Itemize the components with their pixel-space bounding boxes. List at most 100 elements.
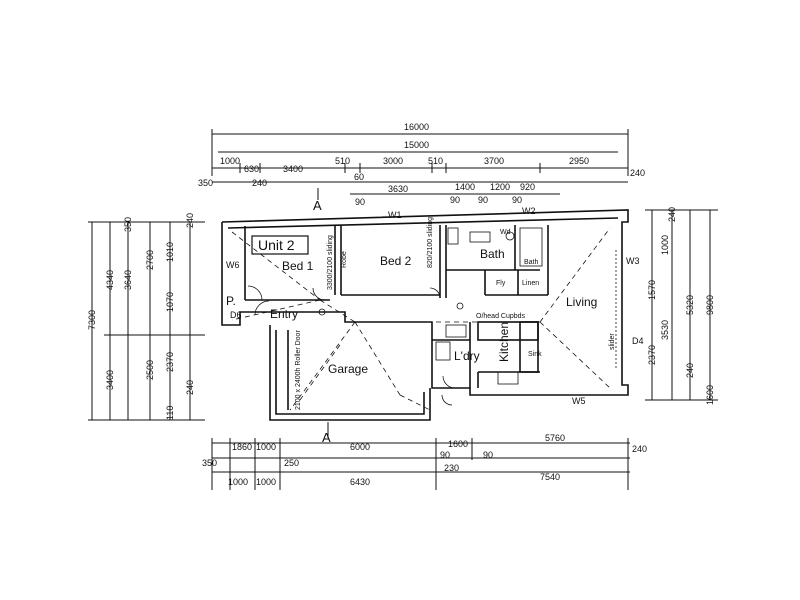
door-swings (247, 285, 456, 406)
dim-top-90-a: 90 (355, 197, 365, 207)
dim-bot-5760: 5760 (545, 433, 565, 443)
dim-top-90-c: 90 (478, 195, 488, 205)
dim-bot-7540: 7540 (540, 472, 560, 482)
note-robe-sliding: 3300/2100 sliding (327, 235, 334, 290)
left-dimensions: 7300 4340 3400 350 3640 2700 2500 1010 1… (87, 213, 205, 421)
room-entry: Entry (270, 307, 298, 321)
top-dimensions: 16000 15000 1000 630 3400 510 3000 510 3… (198, 122, 645, 207)
dim-left-1010: 1010 (165, 242, 175, 262)
roof-lines (231, 227, 611, 411)
mark-d4: D4 (632, 336, 644, 346)
section-a-bottom: A (322, 430, 331, 445)
note-bath-tub: Bath (524, 259, 539, 266)
dim-top-3630: 3630 (388, 184, 408, 194)
dim-inner-top: 15000 (404, 140, 429, 150)
dim-left-3640: 3640 (123, 270, 133, 290)
dim-right-2370: 2370 (647, 345, 657, 365)
dim-top-f: 510 (428, 156, 443, 166)
room-p: P. (226, 294, 236, 308)
unit-label: Unit 2 (258, 237, 295, 253)
room-fly: Fly (496, 280, 506, 287)
dim-top-1200: 1200 (490, 182, 510, 192)
dim-bot-90-b: 90 (483, 450, 493, 460)
dim-left-4340: 4340 (105, 270, 115, 290)
dim-right-240: 240 (667, 207, 677, 222)
dim-left-2370: 2370 (165, 352, 175, 372)
room-robe: Robe (341, 251, 348, 268)
walls (221, 209, 629, 421)
dim-left-240-b: 240 (185, 380, 195, 395)
dim-top-240-right: 240 (630, 168, 645, 178)
room-bed-2: Bed 2 (380, 254, 412, 268)
mark-w1: W1 (388, 210, 402, 220)
dim-bot-90-a: 90 (440, 450, 450, 460)
dim-top-e: 3000 (383, 156, 403, 166)
mark-w5: W5 (572, 396, 586, 406)
dim-right-1000: 1000 (660, 235, 670, 255)
dim-left-2700: 2700 (145, 250, 155, 270)
dim-right-3530: 3530 (660, 320, 670, 340)
dim-left-110: 110 (165, 406, 175, 420)
dim-top-1400: 1400 (455, 182, 475, 192)
dim-bot-250: 250 (284, 458, 299, 468)
dim-top-350: 350 (198, 178, 213, 188)
mark-w3: W3 (626, 256, 640, 266)
dim-top-a: 1000 (220, 156, 240, 166)
mark-w6: W6 (226, 260, 240, 270)
dim-left-350: 350 (123, 217, 133, 232)
dim-top-c: 3400 (283, 164, 303, 174)
note-overhead-cupbds: O/head Cupbds (476, 313, 526, 320)
section-mark-top: A (313, 188, 322, 213)
mark-d6: D6 (230, 310, 242, 320)
right-dimensions: 9800 5320 240 1000 1570 3530 2370 1600 2… (645, 207, 718, 405)
dim-left-1070: 1070 (165, 292, 175, 312)
room-bath: Bath (480, 247, 505, 261)
note-sink: Sink (528, 351, 542, 358)
note-820-sliding: 820/2100 sliding (427, 217, 434, 268)
dim-right-overall: 9800 (705, 295, 715, 315)
dim-top-920: 920 (520, 182, 535, 192)
note-slider: slider (609, 333, 616, 350)
fixtures (318, 227, 617, 385)
dim-top-60: 60 (354, 172, 364, 182)
dim-bot-230: 230 (444, 463, 459, 473)
dim-top-g: 3700 (484, 156, 504, 166)
dim-top-90-b: 90 (450, 195, 460, 205)
dim-bot-1000-b: 1000 (256, 477, 276, 487)
section-a-top: A (313, 198, 322, 213)
dim-right-5320: 5320 (685, 295, 695, 315)
room-living: Living (566, 295, 597, 309)
dim-bot-240: 240 (632, 444, 647, 454)
dim-bot-1860: 1860 (232, 442, 252, 452)
room-garage: Garage (328, 362, 368, 376)
dim-bot-1000: 1000 (256, 442, 276, 452)
room-bed-1: Bed 1 (282, 259, 314, 273)
room-kitchen: Kitchen (497, 322, 511, 362)
dim-top-h: 2950 (569, 156, 589, 166)
dim-right-1600: 1600 (705, 385, 715, 405)
room-linen: Linen (522, 280, 539, 287)
room-ldry: L'dry (454, 349, 480, 363)
bottom-dimensions: 1860 1000 6000 1600 5760 240 350 250 90 … (202, 433, 647, 490)
dim-bot-6430: 6430 (350, 477, 370, 487)
note-wd: Wd (500, 229, 511, 236)
dim-left-overall: 7300 (87, 310, 97, 330)
dim-top-90-d: 90 (512, 195, 522, 205)
dim-left-2500: 2500 (145, 360, 155, 380)
dim-bot-1000-a: 1000 (228, 477, 248, 487)
dim-right-1570: 1570 (647, 280, 657, 300)
dim-left-3400: 3400 (105, 370, 115, 390)
dim-overall-top: 16000 (404, 122, 429, 132)
dim-bot-1600: 1600 (448, 439, 468, 449)
section-mark-bottom: A (322, 422, 331, 445)
mark-w2: W2 (522, 206, 536, 216)
dim-top-240: 240 (252, 178, 267, 188)
dim-bot-350: 350 (202, 458, 217, 468)
dim-bot-6000: 6000 (350, 442, 370, 452)
dim-top-d: 510 (335, 156, 350, 166)
note-roller-door: 2100 x 2400h Roller Door (295, 330, 302, 410)
dim-left-240: 240 (185, 213, 195, 228)
dim-right-240-b: 240 (685, 363, 695, 378)
